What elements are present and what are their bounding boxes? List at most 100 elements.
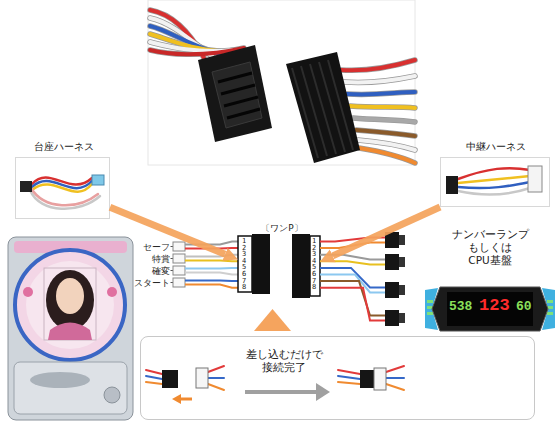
- left-wires: [185, 280, 238, 283]
- relay-harness-photo: [446, 166, 542, 195]
- signal-name: スタート: [130, 277, 170, 290]
- connector-photo: [198, 45, 272, 142]
- insert-example: [208, 384, 224, 390]
- right-wires: [320, 243, 385, 249]
- relay-harness-photo: [458, 176, 530, 183]
- insert-example: [338, 366, 404, 390]
- right-wires: [320, 238, 385, 321]
- signal-name: 特賞: [130, 253, 170, 266]
- one-p-connector: [310, 236, 320, 296]
- pachinko-machine: [8, 237, 133, 420]
- connector-photo: [227, 109, 260, 118]
- number-lamp: [432, 287, 548, 331]
- relay-connectors: [385, 310, 399, 326]
- signal-name: 確変: [130, 265, 170, 278]
- pin-numbers: 1 2 3 4 5 6 7 8: [241, 238, 247, 291]
- left-wires: [185, 260, 238, 263]
- number-lamp: [427, 300, 433, 303]
- note-box: 差し込むだけで 接続完了: [140, 336, 535, 420]
- connector-photo: [224, 97, 258, 106]
- pachinko-machine: [46, 270, 94, 330]
- insert-example: [338, 382, 360, 384]
- right-wires: [320, 281, 385, 315]
- insert-example: [386, 366, 404, 372]
- connector-photo: [347, 92, 415, 95]
- signal-name: セーフ: [130, 241, 170, 254]
- connector-photo: [344, 76, 415, 83]
- insert-example: [208, 366, 224, 372]
- insert-example: [146, 376, 162, 379]
- base-harness-photo: [31, 188, 98, 205]
- left-wires: [185, 255, 238, 257]
- number-lamp: [447, 292, 533, 326]
- connector-photo: [350, 106, 415, 108]
- connector-photo: [353, 118, 415, 122]
- signal-connectors: [173, 254, 185, 263]
- pachinko-machine: [48, 323, 92, 341]
- left-wires: [185, 242, 238, 245]
- connector-photo: [221, 85, 255, 94]
- connector-photo: [359, 148, 415, 163]
- connector-photo: [356, 130, 415, 136]
- insert-example: [162, 370, 178, 388]
- pachinko-machine: [26, 261, 114, 349]
- relay-connectors: [385, 282, 399, 298]
- connector-photo: [218, 73, 260, 118]
- signal-connectors: [173, 242, 185, 251]
- connector-photo: [341, 60, 415, 70]
- signal-connectors: [173, 266, 185, 275]
- connector-photo: [150, 42, 236, 51]
- base-harness-photo: [32, 184, 92, 192]
- connector-photo: [150, 10, 244, 58]
- insert-example: [245, 390, 317, 394]
- one-p-connector: [292, 234, 310, 298]
- relay-connectors: [399, 257, 405, 267]
- lamp-digits: 60: [516, 299, 532, 315]
- right-wires: [320, 261, 385, 264]
- pin-numbers: 1 2 3 4 5 6 7 8: [311, 238, 317, 291]
- insert-example: [208, 377, 224, 379]
- pachinko-machine: [30, 372, 90, 388]
- connector-photo: [353, 118, 415, 122]
- insert-example: [374, 368, 386, 390]
- relay-connectors: [399, 285, 405, 295]
- part-name: 台座ハーネス: [6, 141, 121, 154]
- connector-housing: 1 2 3 4 5 6 7 8: [292, 238, 320, 298]
- insert-example: [180, 398, 192, 401]
- part-name: 中継ハーネス: [441, 141, 551, 154]
- base-harness-photo: [92, 175, 104, 185]
- signal-connectors: [171, 242, 186, 287]
- insert-example: [146, 370, 162, 374]
- connector-photo: [344, 76, 415, 83]
- number-lamp: [547, 312, 553, 315]
- number-lamp: [425, 287, 555, 331]
- one-p-connector: [238, 236, 252, 292]
- insert-example: [146, 366, 224, 390]
- base-harness-photo: [20, 181, 32, 192]
- number-lamp: [427, 312, 433, 315]
- left-wires: [185, 247, 238, 249]
- relay-harness-photo: [458, 182, 530, 188]
- right-wires: [320, 238, 385, 242]
- part-name: ナンバーランプ もしくは CPU基盤: [450, 228, 530, 267]
- number-lamp: [547, 300, 553, 303]
- connector-photo: [328, 60, 353, 150]
- insert-example: [338, 376, 360, 379]
- connector-photo: [150, 10, 244, 58]
- connector-photo: [350, 106, 415, 108]
- base-harness-photo: [30, 177, 100, 208]
- connector-housing: 1 2 3 4 5 6 7 8: [238, 238, 270, 294]
- relay-harness-photo: [458, 188, 530, 195]
- left-wires: [185, 242, 238, 288]
- pointer-triangle: [254, 309, 291, 331]
- pointer-arrow: [110, 207, 225, 254]
- signal-connectors: [171, 247, 174, 283]
- pachinko-machine: [23, 287, 33, 297]
- one-p-connector: [252, 234, 270, 294]
- pachinko-machine: [56, 278, 84, 314]
- right-wires: [320, 268, 385, 288]
- connector-photo: [341, 60, 415, 70]
- relay-connectors: [385, 254, 399, 270]
- insert-example: [172, 394, 181, 404]
